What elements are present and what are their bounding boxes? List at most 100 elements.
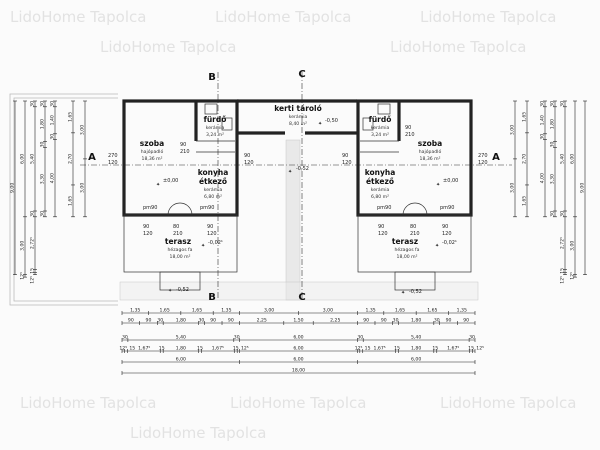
dimension-label: 1,65 xyxy=(395,308,405,314)
dimension-label: 30 xyxy=(30,101,36,107)
level-value: -0,52 xyxy=(296,166,309,172)
dimension-label: 3,30 xyxy=(550,174,556,184)
section-lines xyxy=(80,72,512,300)
dimension-label: 30 xyxy=(469,335,475,341)
watermark: LidoHome Tapolca xyxy=(10,8,146,26)
dimension-label: 90 xyxy=(146,318,152,324)
dimension-label: 12⁵ xyxy=(119,346,127,352)
washbasin xyxy=(221,117,233,131)
room-name: terasz xyxy=(165,237,191,246)
dimension-label: 1,80 xyxy=(176,346,186,352)
dimension-label: 90 xyxy=(381,318,387,324)
annotation: pm90 xyxy=(377,205,391,211)
watermark: LidoHome Tapolca xyxy=(100,38,236,56)
room-area: 18,00 m² xyxy=(170,254,191,260)
dimension-label: 3,00 xyxy=(80,183,86,193)
dimension-label: 1,50 xyxy=(293,318,303,324)
dimension-label: 15 xyxy=(468,346,474,352)
dimension-label: 30 xyxy=(550,211,556,217)
room-floor: kerámia xyxy=(206,124,225,131)
dimension-label: 12⁵ xyxy=(30,276,36,284)
right-house xyxy=(356,99,473,291)
annotation: 210 xyxy=(405,132,415,138)
dimension-label: 30 xyxy=(40,141,46,147)
dimension-label: 15 xyxy=(30,268,36,274)
dimension-label: 2,70 xyxy=(522,154,528,164)
room-area: 8,40 m² xyxy=(289,121,307,127)
level-value: -0,50 xyxy=(325,118,338,124)
watermark: LidoHome Tapolca xyxy=(420,8,556,26)
dimension-label: 6,00 xyxy=(20,154,26,164)
watermark: LidoHome Tapolca xyxy=(20,394,156,412)
annotation: 90 xyxy=(442,224,448,230)
dimension-label: 5,40 xyxy=(30,154,36,164)
section-marker-a-right: A xyxy=(492,152,500,163)
garden-path xyxy=(285,139,301,301)
dimension-label: 5,40 xyxy=(176,335,186,341)
dimension-label: 1,80 xyxy=(411,318,421,324)
dimension-label: 90 xyxy=(446,318,452,324)
level-value: -0,52 xyxy=(409,289,422,295)
annotation: 80 xyxy=(410,224,416,230)
dimension-label: 90 xyxy=(363,318,369,324)
watermark: LidoHome Tapolca xyxy=(130,424,266,442)
dimension-label: 30 xyxy=(157,318,163,324)
dimension-label: 2,25 xyxy=(330,318,340,324)
dimension-label: 30 xyxy=(40,211,46,217)
room-name: konyha xyxy=(365,168,396,177)
dimension-label: 18,00 xyxy=(292,368,305,374)
entrance-door[interactable] xyxy=(402,202,428,216)
section-marker-b-top: B xyxy=(208,72,216,83)
annotation: 90 xyxy=(405,125,411,131)
dimension-label: 9,00 xyxy=(10,183,16,193)
annotation: 80 xyxy=(173,224,179,230)
dimension-label: 30 xyxy=(434,318,440,324)
dimension-label: 30 xyxy=(40,101,46,107)
dimension-label: 3,00 xyxy=(20,241,26,251)
dimension-label: 3,00 xyxy=(570,241,576,251)
annotation: 270 xyxy=(478,153,488,159)
level-marker: ✦ xyxy=(201,243,205,249)
level-value: -0,52 xyxy=(176,287,189,293)
dimension-label: 3,00 xyxy=(510,183,516,193)
room-area: 18,00 m² xyxy=(397,254,418,260)
dimension-label: 1,80 xyxy=(176,318,186,324)
left-house xyxy=(122,99,239,291)
dimension-label: 9,00 xyxy=(580,183,586,193)
dimension-label: 90 xyxy=(228,318,234,324)
dimension-label: 30 xyxy=(234,335,240,341)
dimension-label: 4,00 xyxy=(50,173,56,183)
dimension-label: 15 xyxy=(129,346,135,352)
dimension-label: 1,65 xyxy=(68,196,74,206)
annotation: 120 xyxy=(244,160,254,166)
dimension-label: 1,65 xyxy=(522,196,528,206)
dimension-label: 30 xyxy=(550,101,556,107)
dimension-label: 12⁵ xyxy=(476,346,484,352)
dimension-label: 6,00 xyxy=(176,357,186,363)
terrace-walkway xyxy=(119,281,479,301)
dimension-label: 1,35 xyxy=(221,308,231,314)
watermark: LidoHome Tapolca xyxy=(390,38,526,56)
dimension-label: 4,00 xyxy=(540,173,546,183)
annotation: 120 xyxy=(342,160,352,166)
storage-building xyxy=(237,99,357,135)
dimension-label: 1,80 xyxy=(411,346,421,352)
dimension-label: 15 xyxy=(159,346,165,352)
dimension-label: 30 xyxy=(560,211,566,217)
dimension-label: 15 xyxy=(365,346,371,352)
level-marker: ✦ xyxy=(318,121,322,127)
dimension-label: 1,65 xyxy=(192,308,202,314)
dimension-label: 1,65 xyxy=(160,308,170,314)
dimension-label: 2,72⁵ xyxy=(30,237,36,249)
annotation: 210 xyxy=(180,149,190,155)
level-value: ±0,00 xyxy=(163,178,178,184)
room-name: fürdő xyxy=(369,115,392,124)
dimension-label: 15 xyxy=(560,268,566,274)
level-marker: ✦ xyxy=(156,182,160,188)
room-labels: szoba hajópadló 18,36 m² fürdő kerámia 3… xyxy=(140,104,442,260)
watermark: LidoHome Tapolca xyxy=(215,8,351,26)
annotation: 120 xyxy=(378,231,388,237)
annotation: 90 xyxy=(244,153,250,159)
entrance-door[interactable] xyxy=(167,202,193,216)
level-marker: ✦ xyxy=(401,290,405,296)
